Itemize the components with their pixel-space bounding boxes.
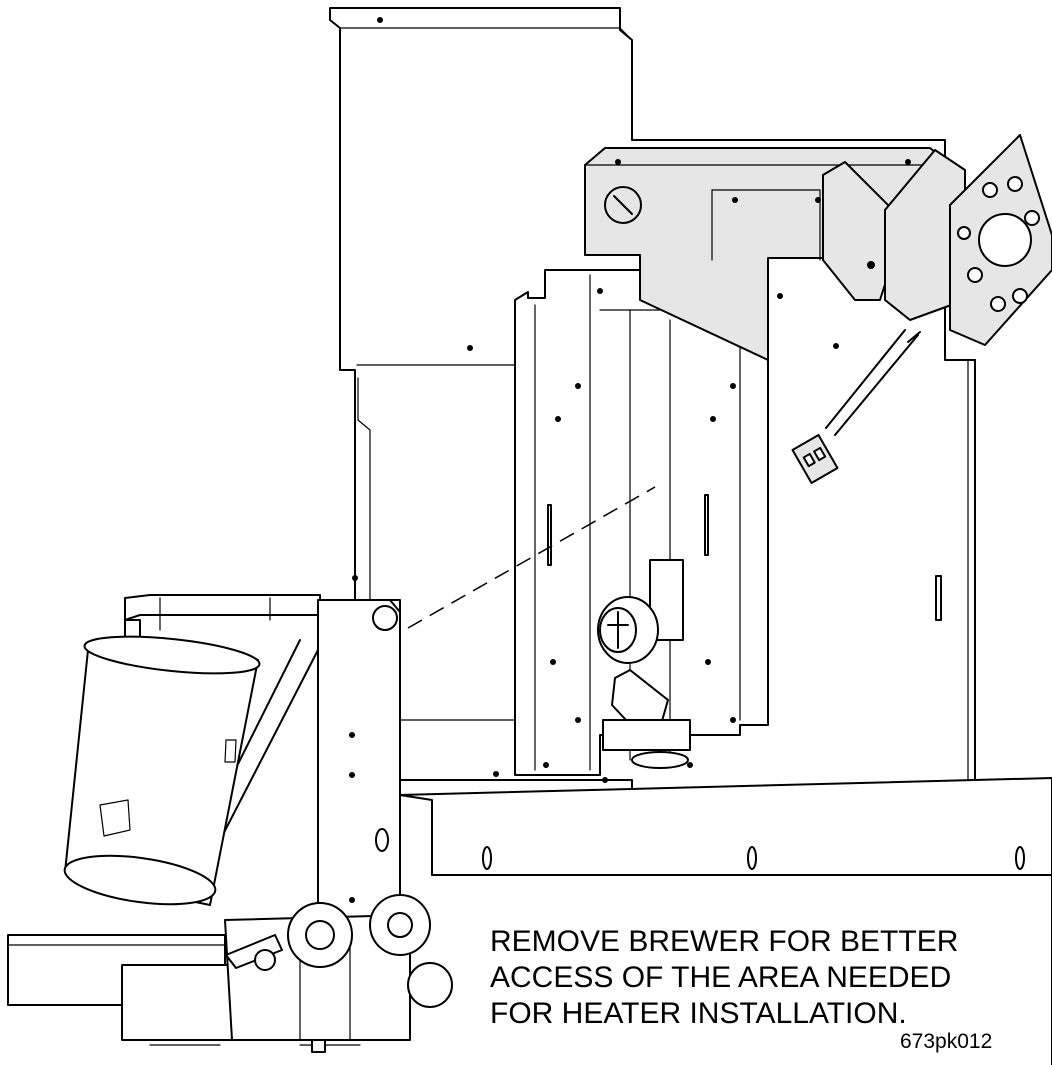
drive-motor	[822, 134, 1052, 346]
installation-leader	[407, 486, 656, 629]
wire-harness	[791, 329, 921, 484]
installation-note: REMOVE BREWER FOR BETTER ACCESS OF THE A…	[490, 925, 959, 1030]
heater-element	[597, 559, 691, 769]
heater-bracket	[514, 269, 769, 783]
side-frame	[399, 359, 1052, 1065]
brewer-assembly	[7, 594, 453, 1053]
figure-id-label: 673pk012	[900, 1030, 993, 1053]
